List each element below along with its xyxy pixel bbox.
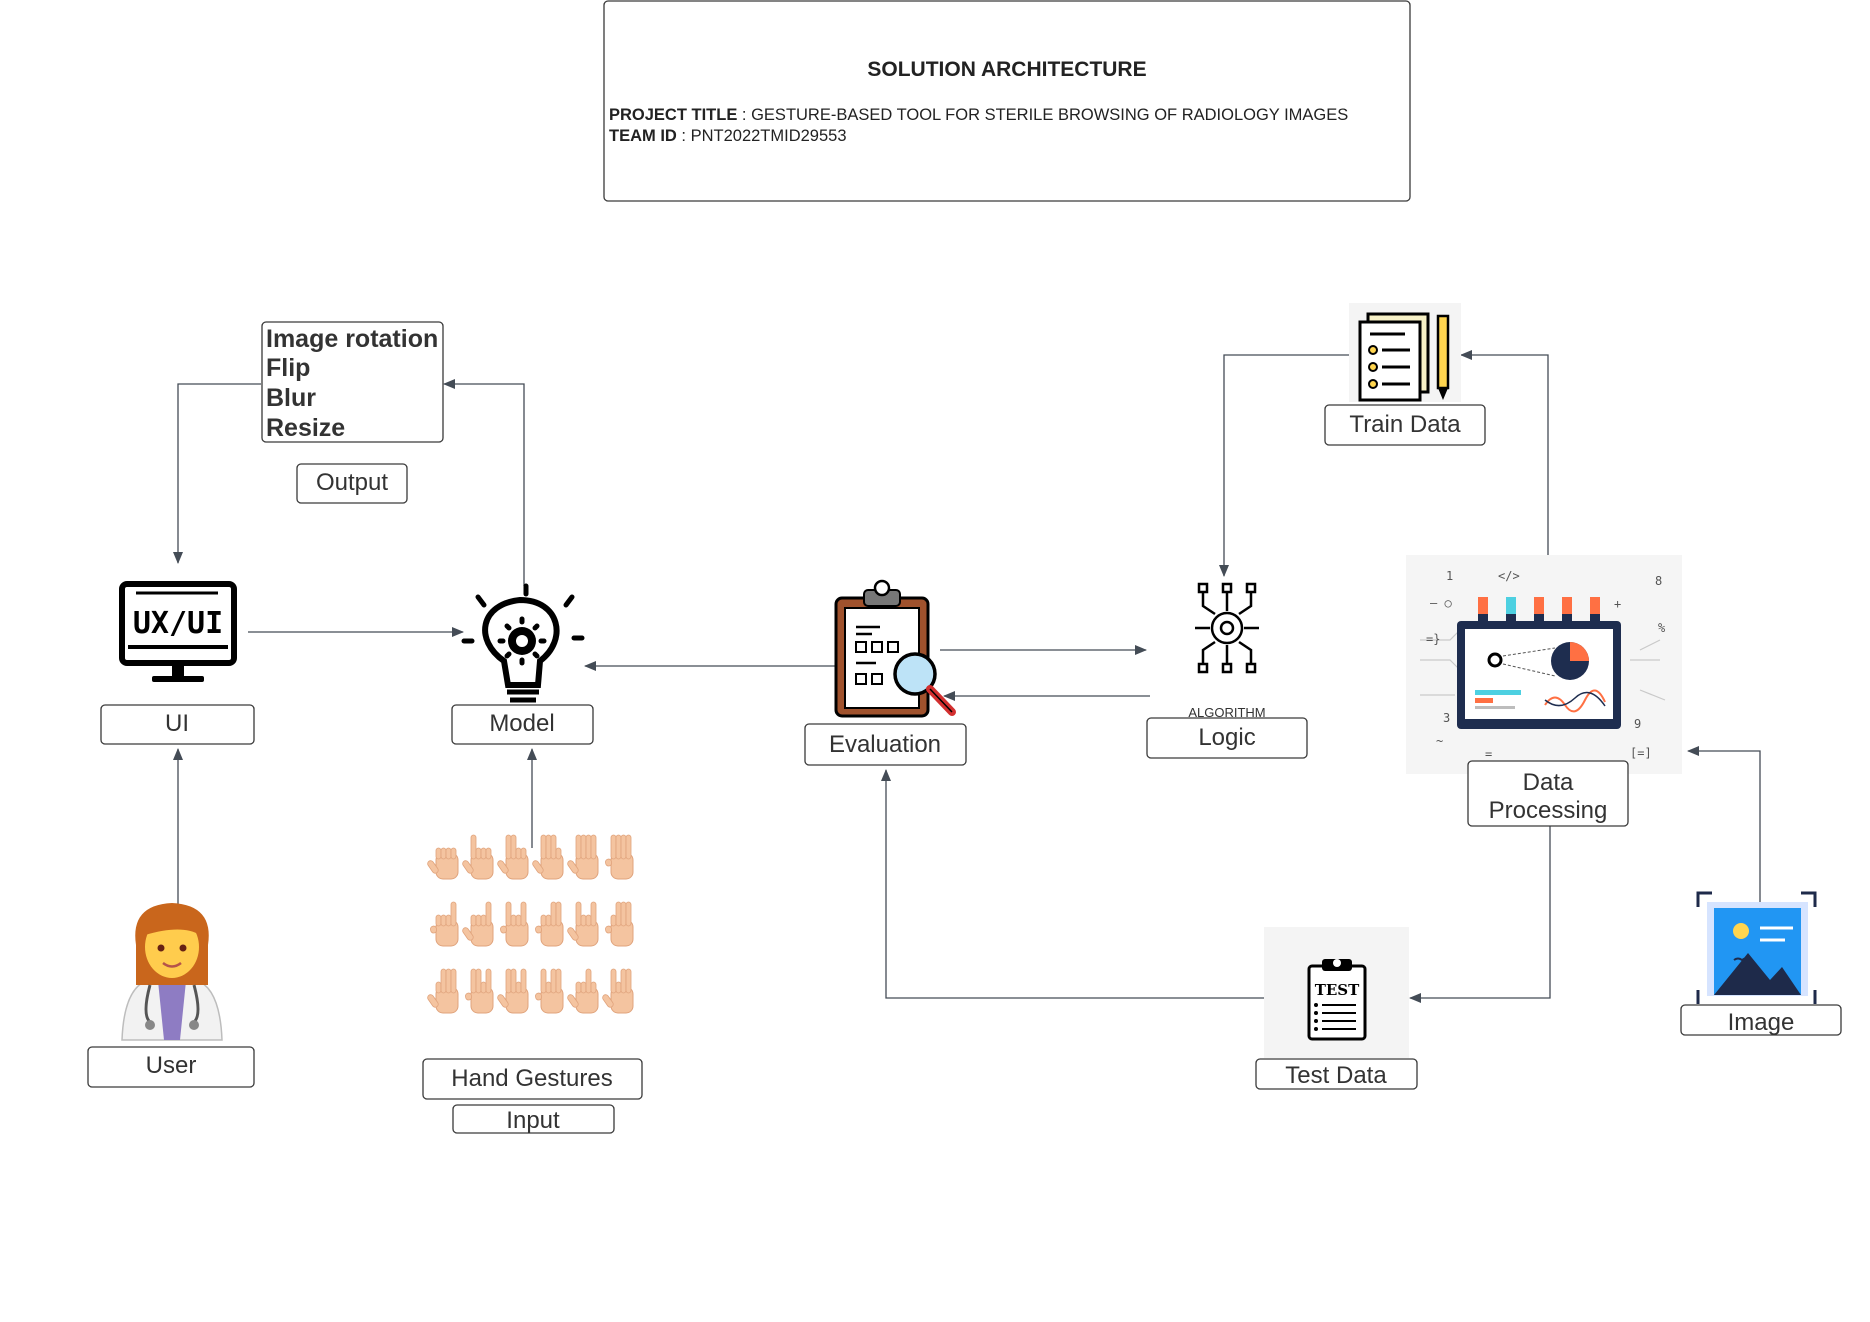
hand-gesture-5 [567, 834, 599, 880]
hand-gesture-3 [497, 834, 529, 880]
output-item-resize: Resize [266, 414, 345, 442]
svg-text:— ○: — ○ [1430, 596, 1452, 610]
hand-gesture-12 [605, 901, 634, 947]
algorithm-gear-icon: ALGORITHM [1188, 582, 1266, 720]
data-processing-screen-icon: 1 </> 8 — ○ + % =} 3 9 ~ = [=] [1406, 555, 1682, 774]
svg-text:Output: Output [316, 469, 388, 496]
output-list-box: Image rotation Flip Blur Resize [261, 321, 444, 443]
svg-text:%: % [1658, 621, 1666, 635]
svg-text:Evaluation: Evaluation [829, 731, 941, 758]
project-title-line: PROJECT TITLE : GESTURE-BASED TOOL FOR S… [609, 106, 1348, 124]
user-label: User [87, 1046, 255, 1088]
svg-text:Image: Image [1728, 1009, 1795, 1036]
svg-text:Data: Data [1523, 769, 1574, 796]
team-id-line: TEAM ID : PNT2022TMID29553 [609, 127, 847, 145]
monitor-uxui-icon: UX/UI [119, 581, 237, 682]
test-clipboard-icon: TEST [1264, 927, 1409, 1058]
svg-text:UI: UI [165, 710, 189, 737]
hand-gesture-18 [602, 968, 634, 1014]
svg-text:~: ~ [1436, 734, 1443, 748]
output-item-rotation: Image rotation [266, 325, 438, 353]
arrow-output-to-ui [173, 383, 261, 564]
hand-gesture-10 [535, 901, 564, 947]
svg-text:1: 1 [1446, 569, 1453, 583]
evaluation-label: Evaluation [804, 723, 967, 766]
hand-gesture-6 [605, 834, 634, 880]
arrow-image-to-processing [1687, 746, 1761, 902]
test-icon-text: TEST [1315, 981, 1360, 999]
arrow-processing-to-testdata [1409, 826, 1551, 1003]
train-data-label: Train Data [1324, 404, 1486, 446]
hand-gesture-15 [497, 968, 529, 1014]
hand-gesture-7 [430, 901, 459, 947]
arrow-testdata-to-evaluation [881, 769, 1265, 999]
model-label: Model [451, 704, 594, 745]
image-label: Image [1680, 1004, 1842, 1036]
hand-gesture-11 [567, 901, 599, 947]
svg-text:9: 9 [1634, 717, 1641, 731]
hand-gesture-8 [462, 901, 494, 947]
hand-gestures-label: Hand Gestures [422, 1058, 643, 1100]
svg-text:Processing: Processing [1489, 797, 1608, 824]
team-id-value: : PNT2022TMID29553 [677, 127, 847, 145]
svg-text:3: 3 [1443, 711, 1450, 725]
svg-text:Hand Gestures: Hand Gestures [451, 1065, 612, 1092]
project-title-key: PROJECT TITLE [609, 106, 737, 124]
output-label: Output [296, 463, 408, 504]
train-data-document-icon [1349, 303, 1461, 402]
svg-text:=}: =} [1426, 632, 1440, 646]
svg-text:Logic: Logic [1198, 724, 1255, 751]
hand-gestures-icon [427, 834, 634, 1014]
lightbulb-gear-icon [461, 583, 585, 703]
image-icon [1696, 891, 1817, 1004]
svg-text:Input: Input [506, 1107, 560, 1134]
arrow-traindata-to-logic [1219, 354, 1351, 577]
logic-label: Logic [1146, 717, 1308, 759]
hand-gesture-14 [465, 968, 494, 1014]
arrow-model-to-output [443, 379, 525, 586]
output-item-flip: Flip [266, 354, 310, 382]
clipboard-magnifier-icon [834, 579, 956, 718]
project-title-value: : GESTURE-BASED TOOL FOR STERILE BROWSIN… [737, 106, 1348, 124]
algorithm-caption: ALGORITHM [1188, 705, 1265, 720]
doctor-avatar-icon [121, 903, 223, 1041]
hand-gesture-16 [535, 968, 564, 1014]
ui-label: UI [100, 704, 255, 745]
hand-gesture-13 [427, 968, 459, 1014]
svg-text:Model: Model [489, 710, 554, 737]
svg-text:+: + [1614, 597, 1621, 611]
input-label: Input [452, 1104, 615, 1134]
data-processing-label: Data Processing [1467, 760, 1629, 827]
hand-gesture-1 [427, 847, 459, 880]
svg-text:Test Data: Test Data [1285, 1062, 1387, 1089]
svg-text:Train Data: Train Data [1349, 411, 1461, 438]
test-data-label: Test Data [1255, 1058, 1418, 1090]
hand-gesture-9 [500, 901, 529, 947]
uxui-icon-text: UX/UI [133, 606, 223, 641]
hand-gesture-2 [462, 834, 494, 880]
output-item-blur: Blur [266, 384, 316, 412]
svg-text:[=]: [=] [1630, 746, 1652, 760]
svg-text:User: User [146, 1052, 197, 1079]
hand-gesture-4 [532, 834, 564, 880]
svg-text:</>: </> [1498, 569, 1520, 583]
arrow-processing-to-traindata [1460, 350, 1549, 558]
diagram-title: SOLUTION ARCHITECTURE [867, 58, 1146, 81]
header-box: SOLUTION ARCHITECTURE PROJECT TITLE : GE… [603, 0, 1411, 202]
connectors [173, 350, 1761, 1003]
svg-text:8: 8 [1655, 574, 1662, 588]
svg-text:=: = [1485, 747, 1492, 761]
hand-gesture-17 [567, 968, 599, 1014]
team-id-key: TEAM ID [609, 127, 677, 145]
